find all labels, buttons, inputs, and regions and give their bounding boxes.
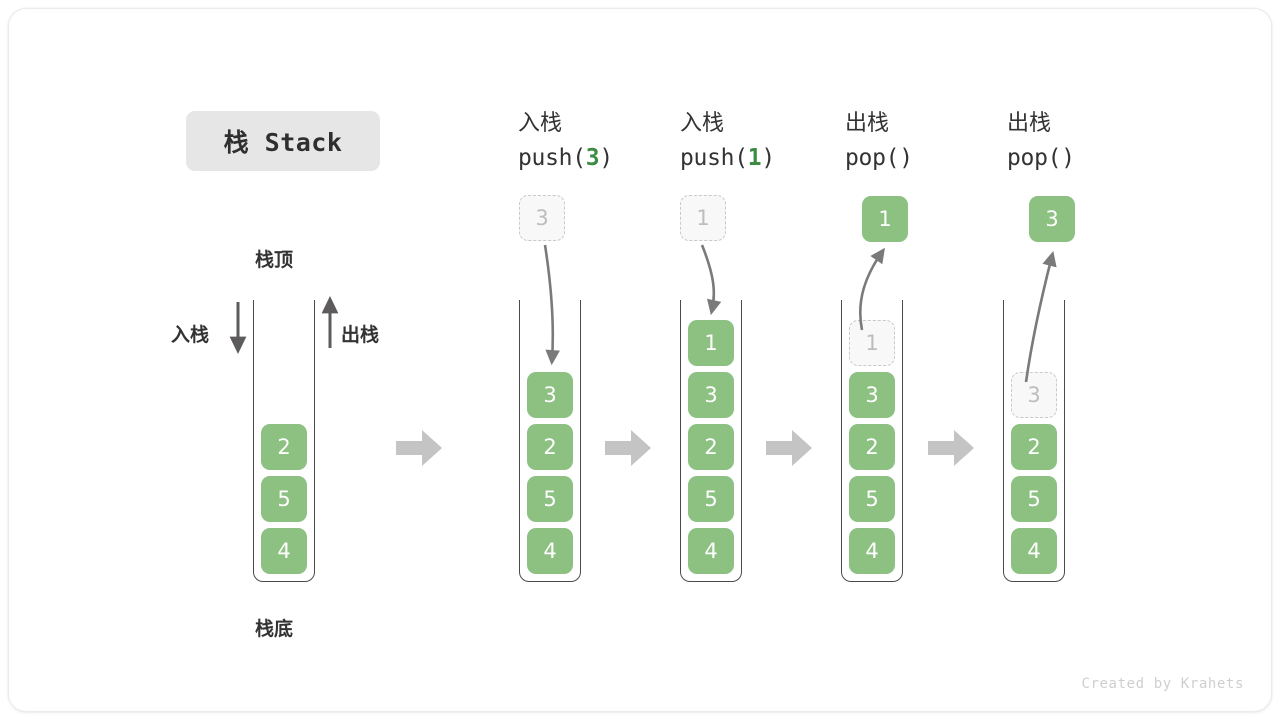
stack-cell: 2 (849, 424, 895, 470)
stack-cell: 4 (688, 528, 734, 574)
title-badge: 栈 Stack (186, 111, 380, 171)
incoming-value-box: 1 (680, 195, 726, 241)
code-post: ) (899, 145, 913, 171)
stack-cell: 2 (688, 424, 734, 470)
outgoing-value-box: 3 (1029, 196, 1075, 242)
stack-cell: 4 (261, 528, 307, 574)
code-pre: pop( (1007, 145, 1062, 171)
title-badge-label: 栈 Stack (223, 128, 343, 157)
step-header-cn: 入栈 (518, 111, 563, 136)
stack-cell: 5 (688, 476, 734, 522)
step-header-code: pop() (1007, 141, 1177, 175)
code-arg: 1 (747, 145, 762, 171)
code-pre: pop( (845, 145, 900, 171)
step-header-push-1: 入栈 push(1) (680, 107, 850, 175)
step-header-pop-3: 出栈 pop() (1007, 107, 1177, 175)
stack-tube-pop-1 (841, 300, 903, 582)
credit-text: Created by Krahets (1081, 676, 1244, 692)
pop-direction-label: 出栈 (341, 324, 380, 346)
stack-cell: 4 (527, 528, 573, 574)
code-pre: push( (680, 145, 748, 171)
transition-arrow-icon (605, 430, 651, 466)
stack-tube-push-1 (680, 300, 742, 582)
stack-cell: 3 (527, 372, 573, 418)
code-arg: 3 (585, 145, 600, 171)
stack-cell: 4 (849, 528, 895, 574)
code-post: ) (599, 145, 613, 171)
stack-tube-push-3 (519, 300, 581, 582)
step-header-code: pop() (845, 141, 1015, 175)
stack-cell: 1 (688, 320, 734, 366)
stack-cell: 3 (1011, 372, 1057, 418)
outgoing-value-box: 1 (862, 196, 908, 242)
transition-arrow-icon (396, 430, 442, 466)
incoming-value-box: 3 (519, 195, 565, 241)
stack-cell: 5 (527, 476, 573, 522)
stack-cell: 5 (261, 476, 307, 522)
step-header-code: push(1) (680, 141, 850, 175)
push-direction-label: 入栈 (171, 324, 210, 346)
stack-tube-initial (253, 300, 315, 582)
code-post: ) (761, 145, 775, 171)
step-header-code: push(3) (518, 141, 688, 175)
stack-cell: 3 (849, 372, 895, 418)
stack-tube-pop-3 (1003, 300, 1065, 582)
stack-cell: 2 (261, 424, 307, 470)
step-header-cn: 入栈 (680, 111, 725, 136)
stack-top-label: 栈顶 (255, 249, 294, 271)
stack-cell: 1 (849, 320, 895, 366)
step-header-push-3: 入栈 push(3) (518, 107, 688, 175)
transition-arrow-icon (766, 430, 812, 466)
step-header-cn: 出栈 (845, 111, 890, 136)
stack-cell: 5 (1011, 476, 1057, 522)
stack-cell: 4 (1011, 528, 1057, 574)
code-post: ) (1061, 145, 1075, 171)
stack-bottom-label: 栈底 (255, 618, 294, 640)
stack-cell: 5 (849, 476, 895, 522)
stack-cell: 2 (1011, 424, 1057, 470)
step-header-cn: 出栈 (1007, 111, 1052, 136)
step-header-pop-1: 出栈 pop() (845, 107, 1015, 175)
transition-arrow-icon (928, 430, 974, 466)
stack-cell: 2 (527, 424, 573, 470)
code-pre: push( (518, 145, 586, 171)
stack-cell: 3 (688, 372, 734, 418)
